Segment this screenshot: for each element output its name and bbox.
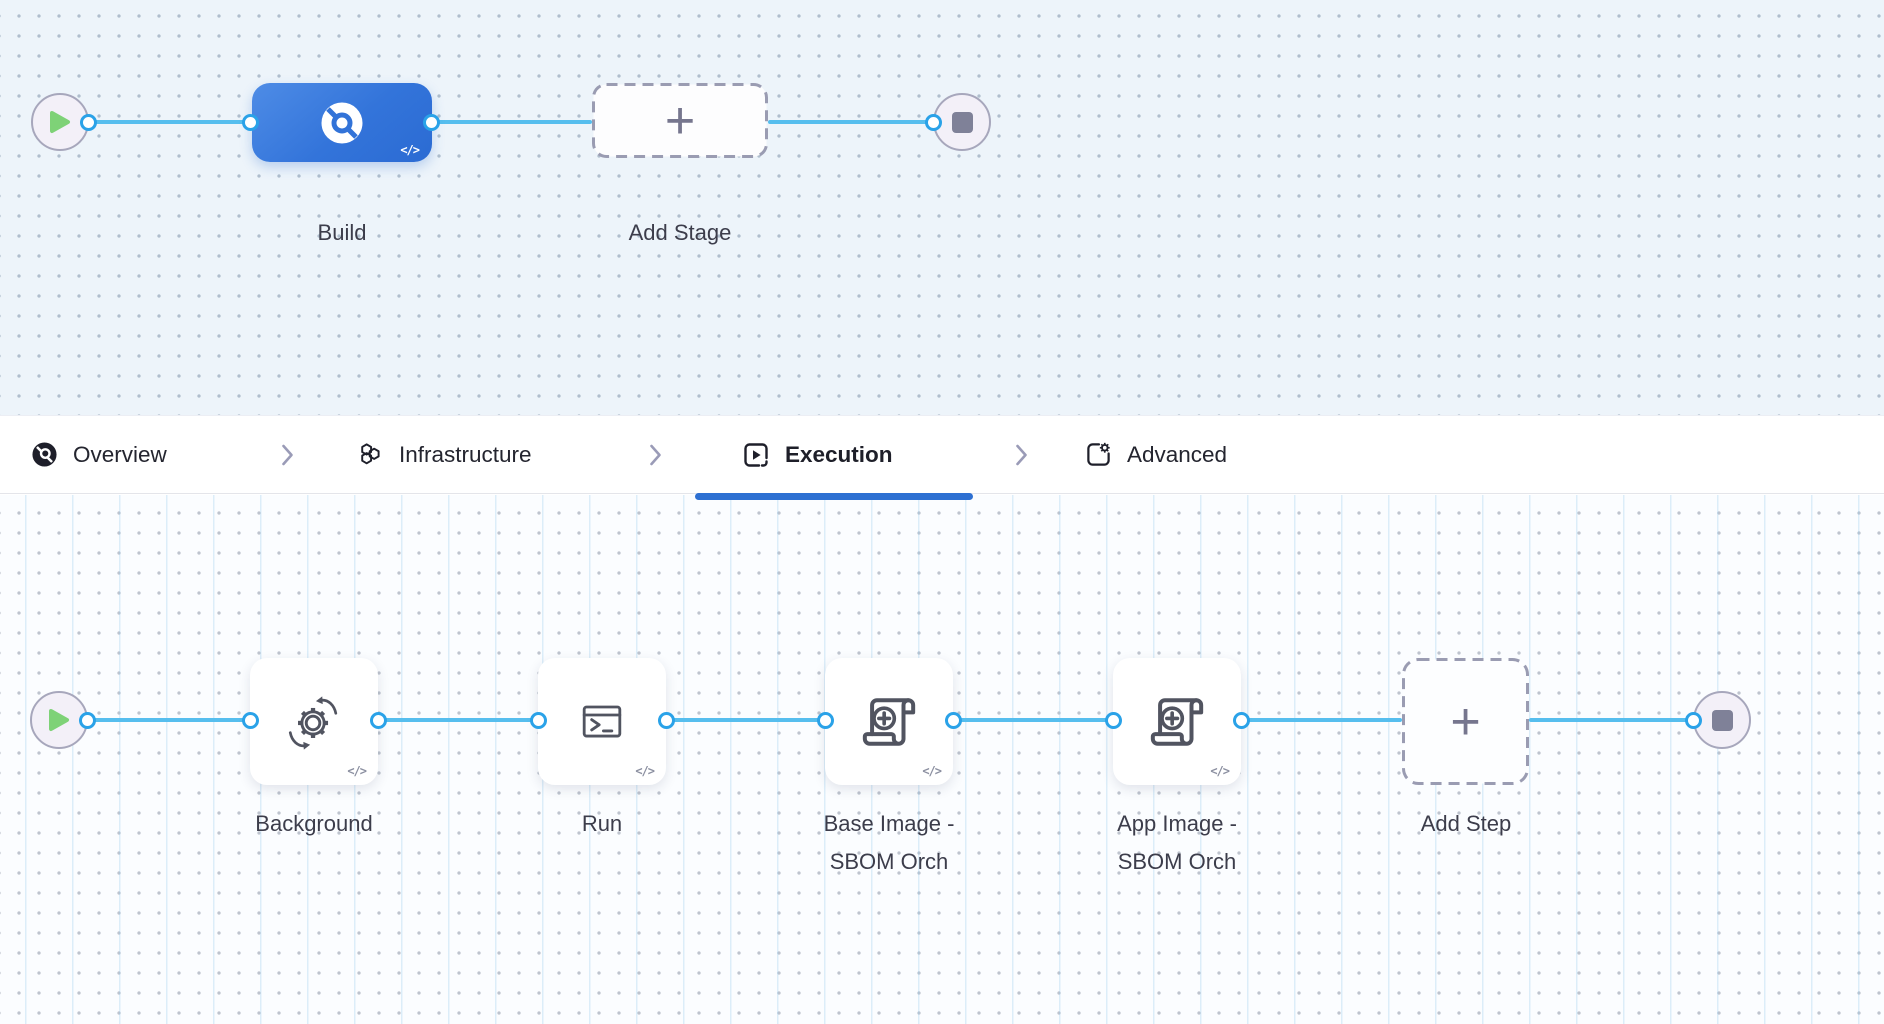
port-build-in[interactable]	[241, 113, 259, 131]
tab-execution-label: Execution	[785, 441, 893, 467]
edge	[953, 718, 1113, 722]
execution-end-node	[1693, 691, 1751, 749]
active-tab-underline	[695, 493, 973, 500]
stop-icon	[1711, 709, 1733, 731]
execution-canvas: </> </> </>	[0, 495, 1884, 1024]
box-gear-icon	[1087, 442, 1110, 466]
step-node-app-image-sbom[interactable]: </>	[1113, 658, 1241, 785]
port[interactable]	[1684, 711, 1702, 729]
dashed-border	[1402, 658, 1529, 785]
step-label-base-image-sbom: Base Image - SBOM Orch	[823, 811, 955, 874]
gear-sync-icon	[288, 695, 338, 750]
port[interactable]	[944, 711, 962, 729]
scroll-plus-icon	[862, 697, 916, 746]
port-build-out[interactable]	[422, 113, 440, 131]
chevron-right-icon	[650, 444, 661, 465]
port[interactable]	[529, 711, 547, 729]
play-icon	[49, 709, 69, 731]
chevron-right-icon	[282, 444, 293, 465]
port[interactable]	[1104, 711, 1122, 729]
port[interactable]	[816, 711, 834, 729]
dashed-border	[592, 83, 768, 158]
edge	[666, 718, 825, 722]
step-label-background: Background	[255, 811, 373, 836]
stage-canvas: </> + Build Add Stage	[0, 0, 1884, 415]
edge	[378, 718, 538, 722]
port[interactable]	[241, 711, 259, 729]
yaml-badge: </>	[922, 764, 942, 778]
yaml-badge: </>	[635, 764, 655, 778]
yaml-badge: </>	[400, 143, 420, 157]
edge-start-to-build	[88, 120, 250, 124]
tab-overview[interactable]: Overview	[31, 416, 167, 493]
play-square-icon	[744, 442, 768, 467]
execution-start-node	[30, 691, 88, 749]
edge-addstage-to-end	[768, 120, 933, 124]
port-end-in[interactable]	[924, 113, 942, 131]
edge-build-to-addstage	[431, 120, 592, 124]
port[interactable]	[657, 711, 675, 729]
plus-icon: +	[1450, 692, 1481, 751]
yaml-badge: </>	[347, 764, 367, 778]
tab-advanced-label: Advanced	[1127, 441, 1228, 467]
tab-infrastructure-label: Infrastructure	[399, 441, 532, 467]
add-stage-button[interactable]: +	[592, 83, 768, 158]
play-icon	[50, 111, 70, 133]
edge	[1529, 718, 1693, 722]
pipeline-start-node	[31, 93, 89, 151]
tab-advanced[interactable]: Advanced	[1085, 416, 1227, 493]
scroll-plus-icon	[1150, 697, 1204, 746]
port[interactable]	[1232, 711, 1250, 729]
add-stage-label: Add Stage	[628, 220, 732, 245]
ci-build-icon	[321, 102, 363, 143]
stop-icon	[951, 111, 973, 133]
add-step-button[interactable]: +	[1402, 658, 1529, 785]
edge	[1241, 718, 1402, 722]
hexagons-icon	[361, 443, 380, 465]
stage-config-tabbar: Overview Infrastructure Execution	[0, 415, 1884, 500]
port[interactable]	[369, 711, 387, 729]
stage-node-build[interactable]: </>	[252, 83, 432, 162]
step-label-app-image-sbom: App Image - SBOM Orch	[1117, 811, 1237, 874]
step-node-run[interactable]: </>	[538, 658, 666, 785]
pipeline-end-node	[933, 93, 991, 151]
step-label-run: Run	[581, 811, 623, 836]
tab-execution[interactable]: Execution	[742, 416, 893, 493]
stage-label-build: Build	[317, 220, 367, 245]
add-step-label: Add Step	[1420, 811, 1512, 836]
chevron-right-icon	[1016, 444, 1027, 465]
tab-infrastructure[interactable]: Infrastructure	[357, 416, 532, 493]
step-node-base-image-sbom[interactable]: </>	[825, 658, 953, 785]
port[interactable]	[78, 711, 96, 729]
tab-overview-label: Overview	[73, 441, 167, 467]
plus-icon: +	[664, 91, 696, 150]
edge	[87, 718, 250, 722]
step-node-background[interactable]: </>	[250, 658, 378, 785]
ci-overview-icon	[32, 442, 57, 467]
terminal-icon	[582, 705, 622, 737]
port-start-out[interactable]	[79, 113, 97, 131]
yaml-badge: </>	[1210, 764, 1230, 778]
